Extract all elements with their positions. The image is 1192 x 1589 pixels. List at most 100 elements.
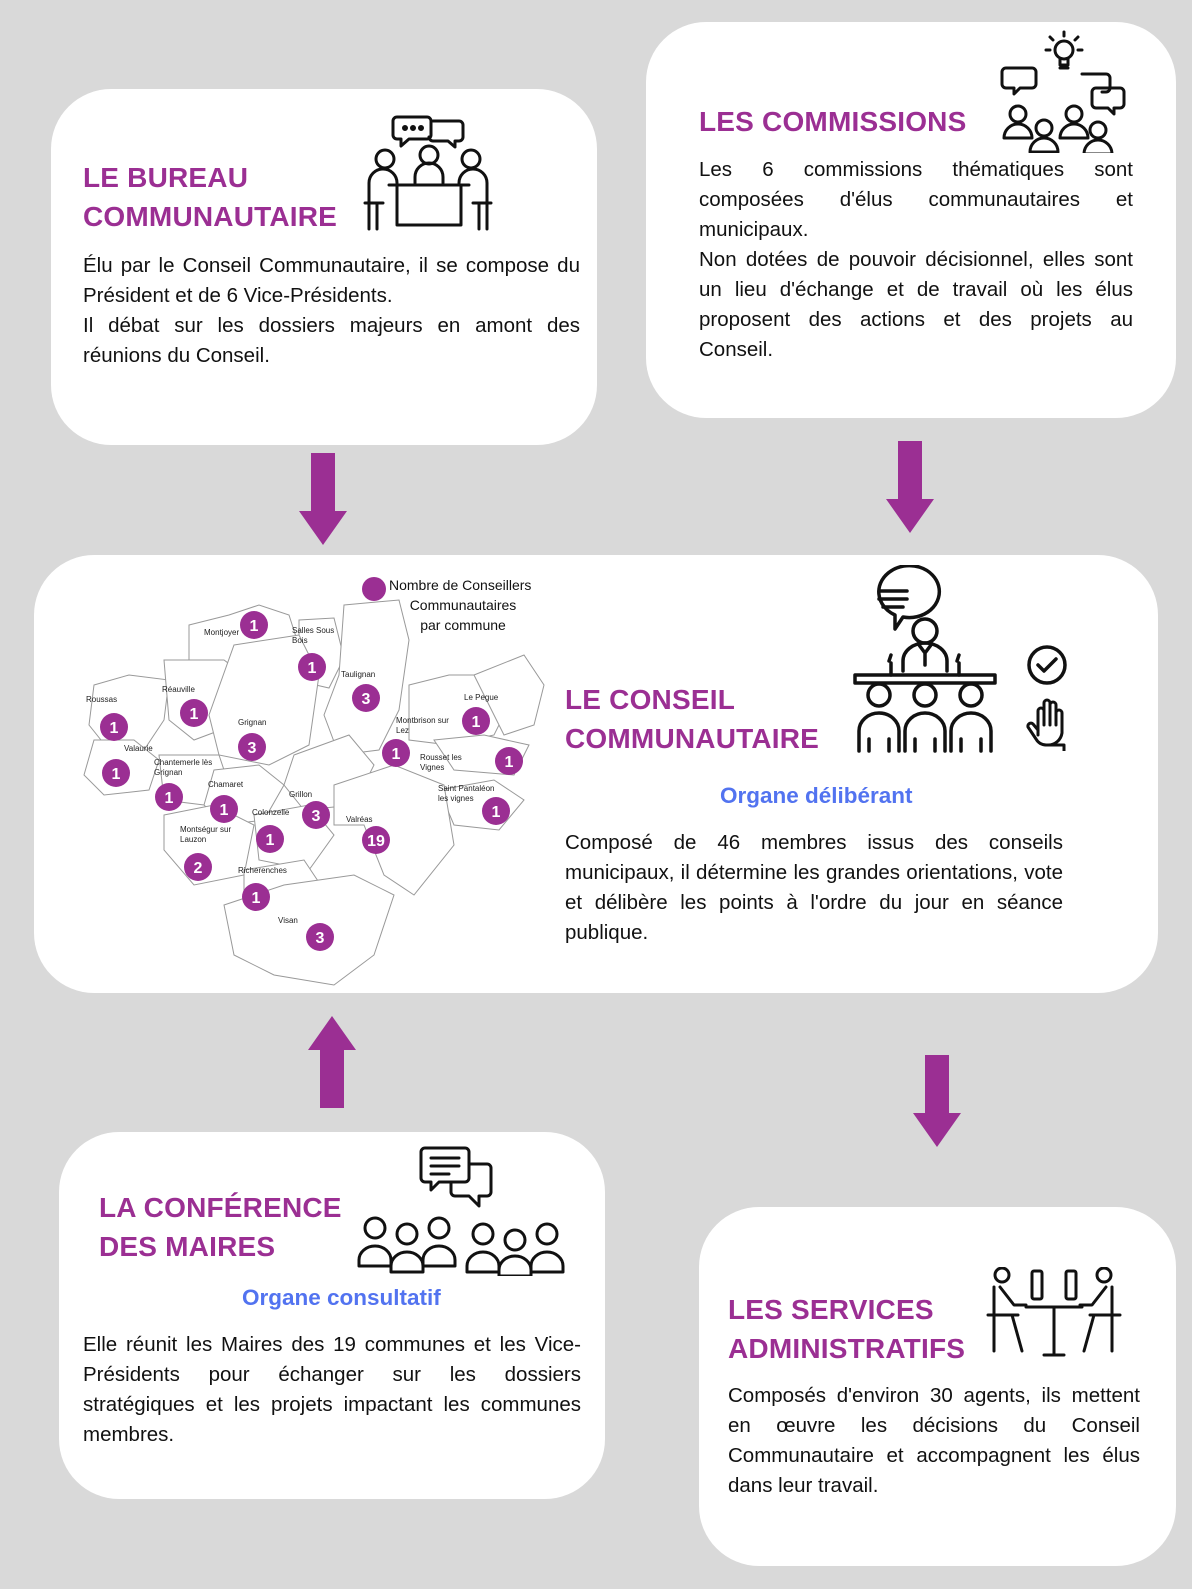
arrow-down-commissions	[886, 441, 934, 538]
commune-label: Valréas	[346, 815, 373, 824]
commune-count-badge	[238, 733, 266, 761]
conseil-subtitle: Organe délibérant	[720, 783, 913, 808]
bureau-card: LE BUREAU COMMUNAUTAIRE Élu par le Conse…	[51, 89, 597, 445]
commune-count-label: 3	[362, 691, 371, 708]
arrow-down-services	[913, 1055, 961, 1152]
commune-count-label: 1	[190, 706, 199, 723]
bureau-title: LE BUREAU COMMUNAUTAIRE	[83, 158, 337, 236]
commune-count-label: 1	[220, 802, 229, 819]
commune-label: Grillon	[289, 790, 312, 799]
commune-label: Taulignan	[341, 670, 375, 679]
commune-label: Colonzelle	[252, 808, 290, 817]
bureau-title-line2: COMMUNAUTAIRE	[83, 201, 338, 232]
commune-count-badge	[302, 801, 330, 829]
arrow-up-conference	[308, 1016, 356, 1113]
conseil-title-line2: COMMUNAUTAIRE	[565, 723, 820, 754]
commune-count-label: 3	[312, 808, 321, 825]
commune-count-label: 3	[248, 740, 257, 757]
commissions-text-p2: Non dotées de pouvoir décisionnel, elles…	[699, 248, 1133, 361]
commune-count-label: 1	[252, 890, 261, 907]
commune-count-label: 1	[112, 766, 121, 783]
commune-count-label: 3	[316, 930, 325, 947]
commissions-text-p1: Les 6 commissions thématiques sont compo…	[699, 158, 1133, 241]
commune-count-badge	[180, 699, 208, 727]
services-text: Composés d'environ 30 agents, ils metten…	[728, 1384, 1140, 1497]
commune-count-label: 1	[165, 790, 174, 807]
commune-count-label: 1	[472, 714, 481, 731]
services-title-line1: LES SERVICES	[728, 1294, 934, 1325]
commune-count-badge	[352, 684, 380, 712]
conseil-title-line1: LE CONSEIL	[565, 684, 736, 715]
commune-count-label: 1	[250, 618, 259, 635]
bureau-text-p2: Il débat sur les dossiers majeurs en amo…	[83, 314, 580, 367]
commune-count-label: 1	[505, 754, 514, 771]
map-legend-text: Communautaires	[410, 597, 517, 613]
bureau-text: Élu par le Conseil Communautaire, il se …	[83, 251, 580, 371]
services-title-line2: ADMINISTRATIFS	[728, 1333, 966, 1364]
commune-label: Le Pegue	[464, 693, 499, 702]
commissions-card: LES COMMISSIONS Les 6 commissions thémat…	[646, 22, 1176, 418]
checkmark-icon	[1025, 643, 1069, 687]
commune-label: Grignan	[238, 718, 266, 727]
commune-count-label: 1	[110, 720, 119, 737]
commune-label: Montjoyer	[204, 628, 239, 637]
commune-label: Visan	[278, 916, 298, 925]
commune-count-badge	[298, 653, 326, 681]
ideas-discussion-icon	[1000, 28, 1130, 153]
legend-dot	[362, 577, 386, 601]
conference-chat-icon	[355, 1144, 571, 1276]
conference-title-line1: LA CONFÉRENCE	[99, 1192, 342, 1223]
commune-count-label: 2	[194, 860, 203, 877]
commune-count-badge	[210, 795, 238, 823]
conference-card: LA CONFÉRENCE DES MAIRES Organe consulta…	[59, 1132, 605, 1499]
conference-subtitle: Organe consultatif	[242, 1285, 441, 1310]
commune-count-label: 1	[308, 660, 317, 677]
commune-count-badge	[362, 826, 390, 854]
commune-count-badge	[155, 783, 183, 811]
commissions-text: Les 6 commissions thématiques sont compo…	[699, 155, 1133, 365]
conference-text: Elle réunit les Maires des 19 communes e…	[83, 1333, 581, 1446]
raised-hand-icon	[1024, 695, 1070, 751]
commune-count-label: 19	[367, 833, 385, 850]
bureau-text-p1: Élu par le Conseil Communautaire, il se …	[83, 254, 580, 307]
conference-title-line2: DES MAIRES	[99, 1231, 276, 1262]
commune-label: Richerenches	[238, 866, 287, 875]
commune-count-badge	[306, 923, 334, 951]
map-legend-text: par commune	[420, 617, 506, 633]
commune-count-badge	[462, 707, 490, 735]
commune-count-badge	[240, 611, 268, 639]
map-legend-text: Nombre de Conseillers	[389, 577, 531, 593]
commune-count-badge	[256, 825, 284, 853]
commune-count-label: 1	[492, 804, 501, 821]
commune-count-badge	[102, 759, 130, 787]
services-card: LES SERVICES ADMINISTRATIFS Composés d'e…	[699, 1207, 1176, 1566]
commune-label: Roussas	[86, 695, 117, 704]
commune-label: Chamaret	[208, 780, 244, 789]
assembly-speaker-icon	[851, 565, 1001, 755]
commune-count-badge	[242, 883, 270, 911]
office-workers-icon	[986, 1267, 1122, 1359]
commissions-title: LES COMMISSIONS	[699, 106, 967, 137]
commune-count-badge	[184, 853, 212, 881]
commune-label: Valaurie	[124, 744, 153, 753]
commune-count-badge	[482, 797, 510, 825]
meeting-table-icon	[363, 111, 493, 231]
conference-title: LA CONFÉRENCE DES MAIRES	[99, 1188, 342, 1266]
commune-count-badge	[495, 747, 523, 775]
commune-label: Réauville	[162, 685, 195, 694]
commune-count-badge	[100, 713, 128, 741]
commune-count-label: 1	[266, 832, 275, 849]
services-title: LES SERVICES ADMINISTRATIFS	[728, 1290, 965, 1368]
arrow-down-bureau	[299, 453, 347, 550]
bureau-title-line1: LE BUREAU	[83, 162, 249, 193]
commune-count-label: 1	[392, 746, 401, 763]
commune-count-badge	[382, 739, 410, 767]
